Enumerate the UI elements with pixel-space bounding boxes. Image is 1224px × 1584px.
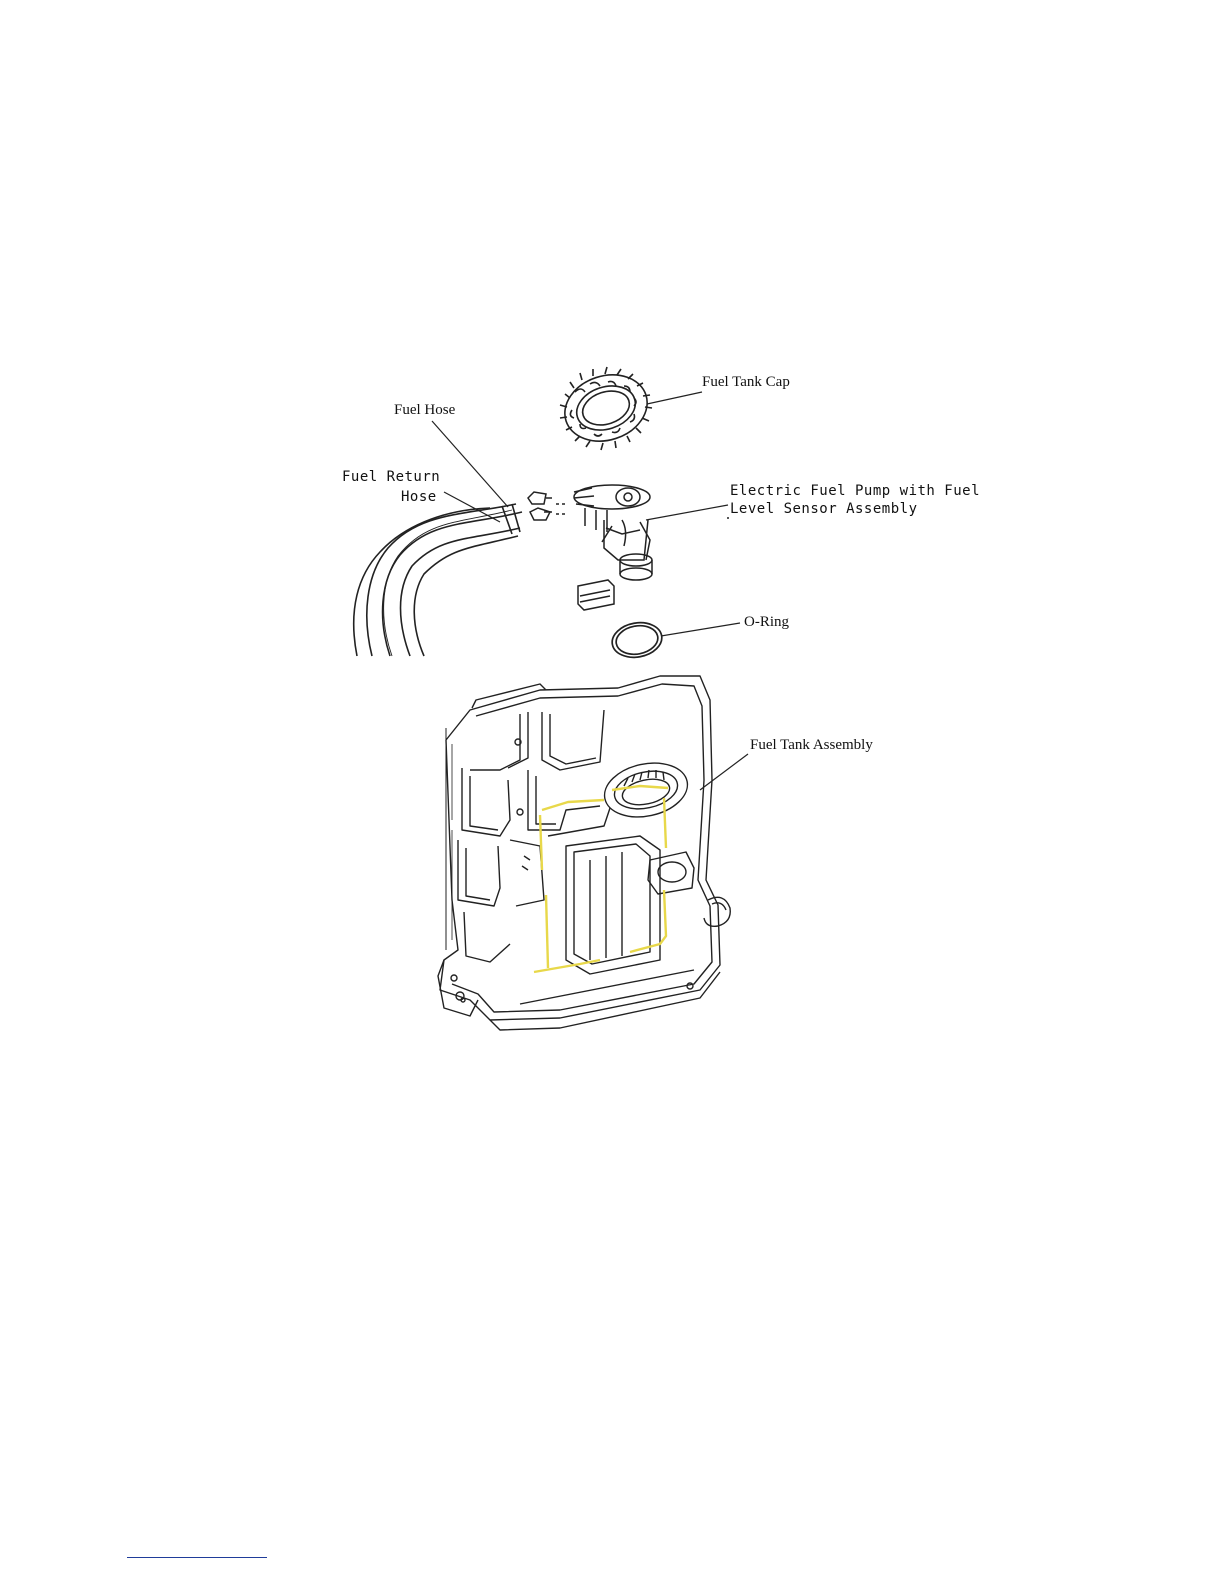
o-ring-leader <box>661 623 740 636</box>
hose-fitting-drawing <box>528 492 566 520</box>
fuel-pump-drawing <box>574 485 652 610</box>
footnote-divider <box>127 1557 267 1558</box>
label-fuel-tank-cap: Fuel Tank Cap <box>702 373 790 391</box>
label-fuel-return-hose-line2: Hose <box>401 488 437 506</box>
label-fuel-hose: Fuel Hose <box>394 401 455 419</box>
fuel-hose-leader <box>432 421 508 507</box>
fuel-tank-cap-leader <box>647 392 702 404</box>
label-fuel-tank-assembly: Fuel Tank Assembly <box>750 736 873 754</box>
label-electric-fuel-pump-line2: Level Sensor Assembly <box>730 500 918 518</box>
fuel-return-hose-leader <box>444 492 500 522</box>
fuel-hoses-drawing <box>354 504 522 656</box>
fuel-tank-cap-drawing <box>556 365 656 452</box>
label-electric-fuel-pump-line1: Electric Fuel Pump with Fuel <box>730 482 980 500</box>
label-o-ring: O-Ring <box>744 613 789 631</box>
electric-fuel-pump-leader <box>646 505 728 520</box>
fuel-tank-drawing <box>438 676 730 1030</box>
label-fuel-return-hose-line1: Fuel Return <box>342 468 440 486</box>
o-ring-drawing <box>609 619 664 661</box>
fuel-tank-assembly-leader <box>700 754 748 790</box>
